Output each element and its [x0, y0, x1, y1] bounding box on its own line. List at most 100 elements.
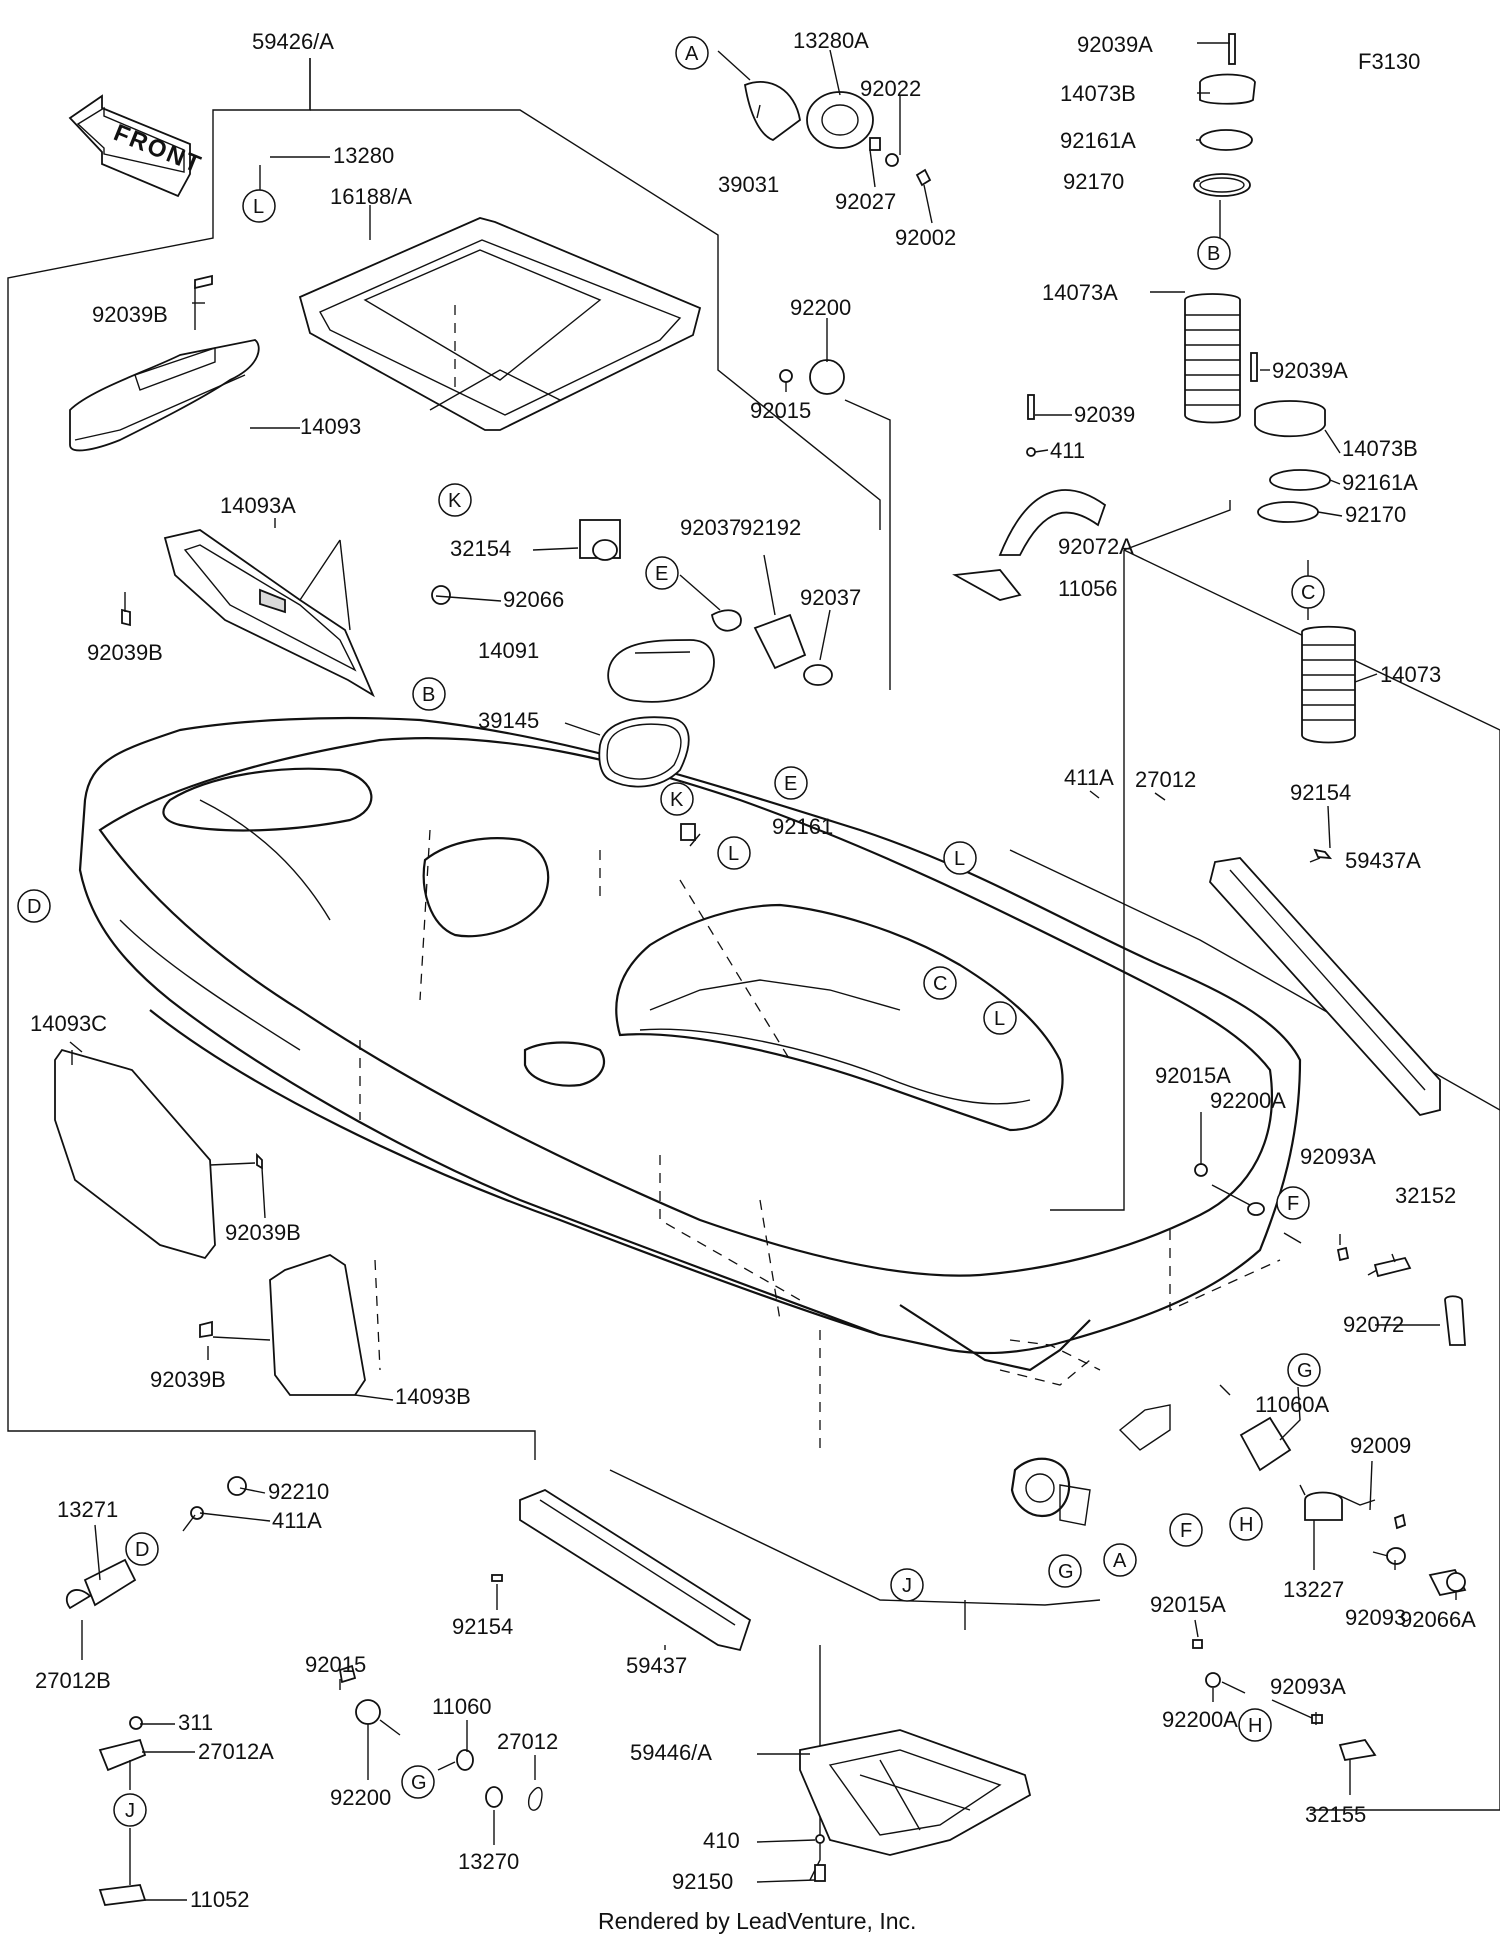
panel-14093a: [121, 529, 375, 698]
right-side-parts: [1192, 1163, 1467, 1762]
part-label: 92072: [1343, 1312, 1404, 1337]
part-label: 311: [178, 1710, 213, 1735]
part-label: 92039A: [1272, 358, 1348, 383]
part-label: 59437A: [1345, 848, 1421, 873]
figure-code: F3130: [1358, 49, 1420, 74]
callout-k: K: [670, 789, 684, 811]
part-label: 92170: [1345, 502, 1406, 527]
part-label: 14073B: [1060, 81, 1136, 106]
part-label: 411: [1050, 438, 1085, 463]
part-label: 92170: [1063, 169, 1124, 194]
footer-credit: Rendered by LeadVenture, Inc.: [598, 1908, 916, 1934]
part-label: 92039B: [150, 1367, 226, 1392]
part-label: 11056: [1058, 576, 1118, 601]
part-label: 32154: [450, 536, 511, 561]
part-label: 27012: [1135, 767, 1196, 792]
part-label: 92066: [503, 587, 564, 612]
callout-a: A: [1113, 1550, 1127, 1572]
part-label: 59426/A: [252, 29, 334, 54]
callout-f: F: [1180, 1520, 1192, 1542]
part-label: 14073: [1380, 662, 1441, 687]
skid-plate: [799, 1729, 1032, 1882]
part-label: 14093C: [30, 1011, 107, 1036]
callout-c: C: [1301, 582, 1315, 604]
part-label: 92039B: [92, 302, 168, 327]
part-label: 13227: [1283, 1577, 1344, 1602]
part-label: 16188/A: [330, 184, 412, 209]
leader-lines: [69, 42, 1457, 1901]
part-label: 92022: [860, 76, 921, 101]
callout-g: G: [1058, 1561, 1074, 1583]
rail-59437: [491, 1488, 752, 1652]
callout-e: E: [655, 563, 668, 585]
part-label: 92161: [772, 814, 833, 839]
storage-bin: [298, 217, 702, 431]
part-label: 92161A: [1342, 470, 1418, 495]
callout-b: B: [422, 684, 435, 706]
part-label: 14093A: [220, 493, 296, 518]
part-label: 92200A: [1162, 1707, 1238, 1732]
part-label: 92200: [790, 295, 851, 320]
part-label: 92015: [305, 1652, 366, 1677]
part-label: 92037: [800, 585, 861, 610]
ducts: [1184, 33, 1356, 744]
callout-b: B: [1207, 243, 1220, 265]
callout-h: H: [1248, 1715, 1262, 1737]
part-label: 13280: [333, 143, 394, 168]
part-label: 14093: [300, 414, 361, 439]
part-label: 411A: [1064, 765, 1114, 790]
callout-c: C: [933, 973, 947, 995]
part-label: 11060A: [1255, 1392, 1330, 1417]
part-label: 27012: [497, 1729, 558, 1754]
part-label: 92093A: [1300, 1144, 1376, 1169]
part-label: 92015A: [1155, 1063, 1231, 1088]
callout-f: F: [1287, 1193, 1299, 1215]
callout-d: D: [135, 1539, 149, 1561]
part-label: 32155: [1305, 1802, 1366, 1827]
clip-92161: [680, 823, 696, 841]
part-label: 11052: [190, 1887, 250, 1912]
callout-h: H: [1239, 1514, 1253, 1536]
part-label: 14091: [478, 638, 539, 663]
part-label: 59446/A: [630, 1740, 712, 1765]
part-label: 92015A: [1150, 1592, 1226, 1617]
part-labels: 59426/A 13280 16188/A 92039B 14093 14093…: [30, 28, 1476, 1912]
part-label: 14073B: [1342, 436, 1418, 461]
part-label: 92037: [680, 515, 741, 540]
part-label: 13270: [458, 1849, 519, 1874]
part-label: 410: [703, 1828, 740, 1853]
callout-e: E: [784, 773, 797, 795]
part-label: 92039A: [1077, 32, 1153, 57]
part-label: 14073A: [1042, 280, 1118, 305]
part-label: 92009: [1350, 1433, 1411, 1458]
callout-a: A: [685, 43, 699, 65]
part-label: 92192: [740, 515, 801, 540]
part-label: 92072A: [1058, 534, 1134, 559]
rail-59437a: [1209, 848, 1441, 1117]
part-label: 27012A: [198, 1739, 274, 1764]
callout-k: K: [448, 490, 462, 512]
part-label: 14093B: [395, 1384, 471, 1409]
part-label: 39031: [718, 172, 779, 197]
gaskets: [598, 639, 715, 788]
callout-l: L: [954, 848, 965, 870]
part-label: 92015: [750, 398, 811, 423]
part-label: 92210: [268, 1479, 329, 1504]
part-label: 92200A: [1210, 1088, 1286, 1113]
callout-l: L: [253, 196, 264, 218]
part-label: 92039B: [87, 640, 163, 665]
frame-lines: [7, 58, 1500, 1881]
hull: [78, 716, 1302, 1526]
callout-l: L: [994, 1008, 1005, 1030]
callout-letters: L K A E B C B D K E L L C L F G F H A G …: [27, 43, 1315, 1822]
callout-l: L: [728, 843, 739, 865]
part-label: 92154: [1290, 780, 1351, 805]
part-label: 92027: [835, 189, 896, 214]
part-label: 32152: [1395, 1183, 1456, 1208]
strap-92072a: [952, 394, 1107, 601]
callout-g: G: [1297, 1360, 1313, 1382]
part-label: 13280A: [793, 28, 869, 53]
cover-14093: [69, 274, 260, 452]
part-label: 59437: [626, 1653, 687, 1678]
